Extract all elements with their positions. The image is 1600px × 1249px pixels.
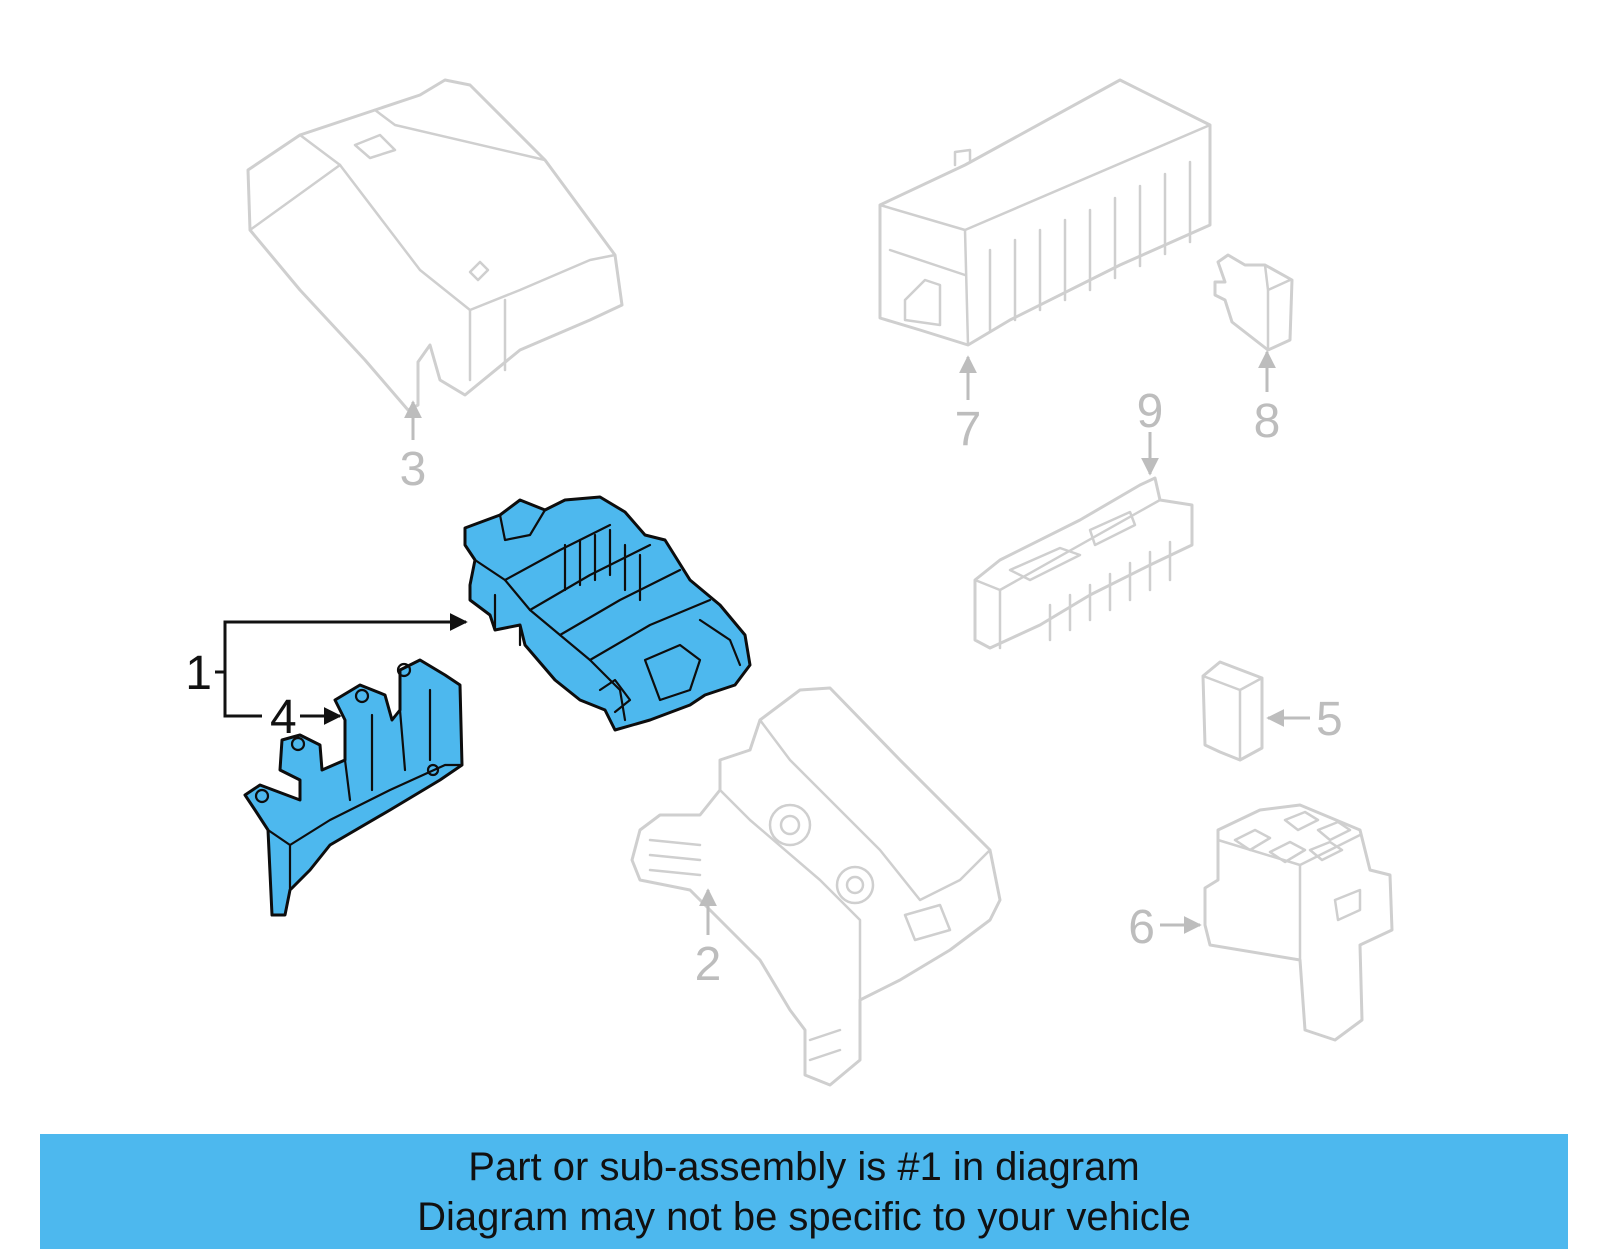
part-6-socket	[1203, 803, 1394, 1042]
callout-4: 4	[270, 691, 342, 744]
callout-2-label: 2	[695, 938, 722, 991]
callout-5-label: 5	[1316, 693, 1343, 746]
part-2-housing	[630, 686, 1002, 1087]
callout-4-label: 4	[270, 691, 297, 744]
callout-1-label: 1	[185, 647, 212, 700]
part-8-clip	[1213, 253, 1294, 352]
callout-8: 8	[1254, 350, 1281, 448]
part-5-relay	[1201, 660, 1264, 762]
callout-6-label: 6	[1128, 901, 1155, 954]
info-banner: Part or sub-assembly is #1 in diagram Di…	[40, 1134, 1568, 1249]
callout-7-label: 7	[955, 403, 982, 456]
callout-8-label: 8	[1254, 395, 1281, 448]
callout-9: 9	[1137, 385, 1164, 476]
banner-line-1: Part or sub-assembly is #1 in diagram	[468, 1145, 1140, 1189]
callout-7: 7	[955, 355, 982, 456]
callout-9-label: 9	[1137, 385, 1164, 438]
callout-1: 1	[185, 613, 468, 718]
callout-3-label: 3	[400, 443, 427, 496]
callout-6: 6	[1128, 901, 1202, 954]
part-7-relay-block	[878, 78, 1212, 347]
part-3-cover	[246, 78, 624, 412]
callout-3: 3	[400, 400, 427, 496]
banner-line-2: Diagram may not be specific to your vehi…	[417, 1195, 1191, 1239]
part-4-bracket	[243, 658, 464, 917]
part-9-fuse-holder	[973, 476, 1194, 650]
callout-2: 2	[695, 888, 722, 991]
callout-5: 5	[1266, 693, 1343, 746]
part-1-fuse-box	[463, 495, 752, 732]
